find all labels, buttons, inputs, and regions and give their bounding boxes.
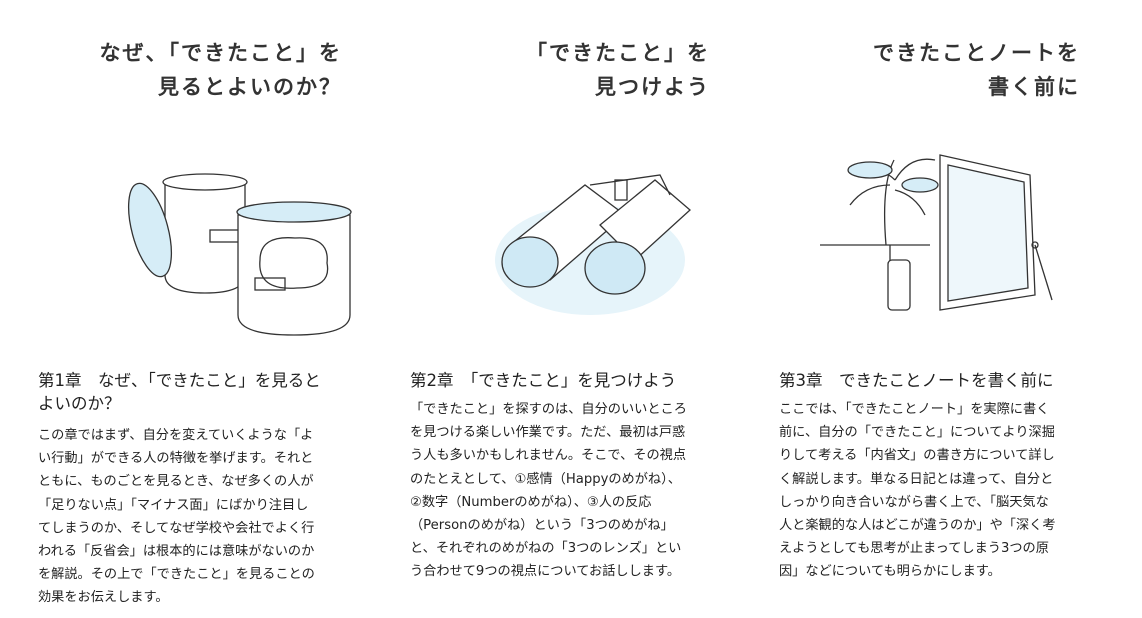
mirror-plant-illustration <box>820 154 1053 311</box>
title-art-line: 「できたこと」を <box>526 41 710 65</box>
chapter-3-body: ここでは、「できたことノート」を実際に書く 前に、自分の「できたこと」についてよ… <box>779 398 1056 584</box>
chapter-3-title-art: できたことノートを 書く前に <box>860 36 1080 104</box>
heading-line: 第3章 できたことノートを書く前に <box>779 371 1054 390</box>
body-line: えようとしても思考が止まってしまう3つの原 <box>779 541 1049 557</box>
body-line: 「足りない点」「マイナス面」にばかり注目し <box>38 497 309 513</box>
chapter-2-title-art: 「できたこと」を 見つけよう <box>520 36 710 104</box>
binoculars-illustration <box>495 174 691 315</box>
chapter-1-title-art: なぜ、「できたこと」を 見るとよいのか？ <box>92 36 342 104</box>
chapter-2-heading: 第2章 「できたこと」を見つけよう <box>410 369 676 392</box>
jars-illustration <box>127 173 352 336</box>
body-line: ②数字（Numberのめがね）、③人の反応 <box>410 494 652 510</box>
body-line: 人と楽観的な人はどこが違うのか」や「深く考 <box>779 518 1056 534</box>
title-art-line: 見つけよう <box>595 75 710 99</box>
body-line: りして考える「内省文」の書き方について詳し <box>779 448 1055 464</box>
body-line: この章ではまず、自分を変えていくような「よ <box>38 428 314 443</box>
body-line: を解説。その上で「できたこと」を見ることの <box>38 567 315 583</box>
body-line: しっかり向き合いながら書く上で、「脳天気な <box>779 494 1049 510</box>
body-line: く解説します。単なる日記とは違って、自分と <box>779 471 1054 487</box>
body-line: われる「反省会」は根本的には意味がないのか <box>38 544 315 560</box>
chapter-3-heading: 第3章 できたことノートを書く前に <box>779 369 1054 392</box>
body-line: と、それぞれのめがねの「3つのレンズ」とい <box>410 541 682 557</box>
body-line: てしまうのか、そしてなぜ学校や会社でよく行 <box>38 520 315 536</box>
title-art-line: できたことノートを <box>873 41 1080 65</box>
title-art-line: なぜ、「できたこと」を <box>99 41 342 65</box>
body-line: ともに、ものごとを見るとき、なぜ多くの人が <box>38 474 314 490</box>
heading-line: よいのか？ <box>38 394 121 413</box>
body-line: を見つける楽しい作業です。ただ、最初は戸惑 <box>410 425 686 441</box>
body-line: 効果をお伝えします。 <box>38 590 169 606</box>
chapter-1-body: この章ではまず、自分を変えていくような「よ い行動」ができる人の特徴を挙げます。… <box>38 424 315 610</box>
heading-line: 第2章 「できたこと」を見つけよう <box>410 371 677 390</box>
chapter-1-heading: 第1章 なぜ、「できたこと」を見ると よいのか？ <box>38 369 321 415</box>
body-line: う合わせて9つの視点についてお話しします。 <box>410 564 681 580</box>
body-line: い行動」ができる人の特徴を挙げます。それと <box>38 451 314 467</box>
body-line: のたとえとして、①感情（Happyのめがね）、 <box>410 471 681 487</box>
title-art-line: 見るとよいのか？ <box>158 75 342 99</box>
title-art-line: 書く前に <box>988 75 1080 99</box>
body-line: 前に、自分の「できたこと」についてより深掘 <box>779 425 1055 441</box>
body-line: う人も多いかもしれません。そこで、その視点 <box>410 448 687 464</box>
chapter-2-body: 「できたこと」を探すのは、自分のいいところ を見つける楽しい作業です。ただ、最初… <box>410 398 687 584</box>
body-line: 因」などについても明らかにします。 <box>779 564 1001 580</box>
body-line: ここでは、「できたことノート」を実際に書く <box>779 402 1050 417</box>
body-line: 「できたこと」を探すのは、自分のいいところ <box>410 402 687 417</box>
heading-line: 第1章 なぜ、「できたこと」を見ると <box>38 371 321 390</box>
body-line: （Personのめがね）という「3つのめがね」 <box>410 518 674 534</box>
